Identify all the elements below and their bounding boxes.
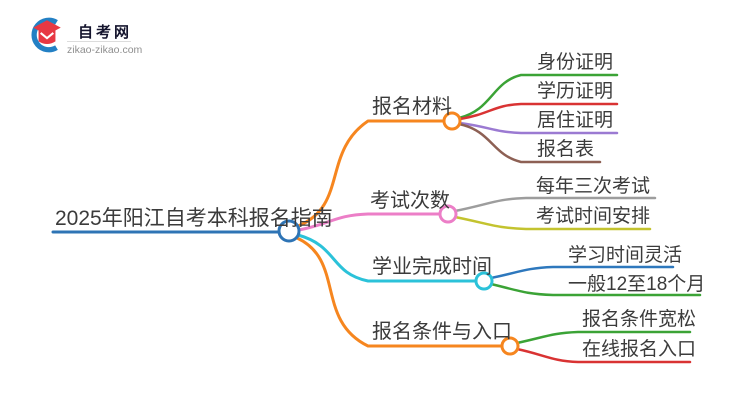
child-exam-schedule: 考试时间安排 xyxy=(536,206,651,227)
child-id-proof: 身份证明 xyxy=(537,52,614,73)
branch-2-node-circle xyxy=(438,204,458,224)
child-connector-exam-schedule xyxy=(453,215,652,231)
root-node-circle xyxy=(277,219,301,243)
logo-chevron xyxy=(39,32,55,40)
child-connector-reg-form xyxy=(457,122,602,164)
branch-3-node-circle xyxy=(474,271,494,291)
branch-4-connector xyxy=(295,236,504,348)
child-connector-12-18-months xyxy=(489,282,702,297)
branch-exam-frequency: 考试次数 xyxy=(370,190,450,212)
branch-3-connector xyxy=(296,233,478,283)
site-url: zikao-zikao.com xyxy=(67,44,143,56)
child-edu-proof: 学历证明 xyxy=(537,81,614,102)
child-12-18-months: 一般12至18个月 xyxy=(568,274,706,295)
logo-crescent xyxy=(31,17,58,53)
child-connector-online-entry xyxy=(515,347,692,364)
child-online-entry: 在线报名入口 xyxy=(582,339,697,360)
branch-4-node-circle xyxy=(500,336,520,356)
branch-2-connector xyxy=(297,212,442,232)
root-topic: 2025年阳江自考本科报名指南 xyxy=(55,207,333,230)
child-connector-residence-proof xyxy=(458,121,619,135)
branch-1-connector xyxy=(296,119,446,228)
child-residence-proof: 居住证明 xyxy=(537,110,614,131)
child-connector-three-exams xyxy=(453,196,657,213)
site-name: 自考网 xyxy=(78,24,133,41)
branch-1-node-circle xyxy=(442,111,462,131)
graduation-cap-icon xyxy=(31,17,61,53)
logo-divider xyxy=(67,41,131,42)
child-three-exams: 每年三次考试 xyxy=(536,176,651,197)
child-connector-id-proof xyxy=(457,73,619,120)
branch-conditions-entry: 报名条件与入口 xyxy=(372,321,512,343)
child-reg-form: 报名表 xyxy=(537,139,595,160)
child-connector-edu-proof xyxy=(458,102,619,121)
branch-registration-materials: 报名材料 xyxy=(372,96,452,118)
logo-cap-board xyxy=(33,20,61,35)
site-logo: 自考网 zikao-zikao.com xyxy=(28,16,178,60)
child-flexible-time: 学习时间灵活 xyxy=(568,245,683,266)
child-loose-conditions: 报名条件宽松 xyxy=(582,309,697,330)
child-connector-loose-conditions xyxy=(515,330,692,345)
child-connector-flexible-time xyxy=(489,265,675,280)
branch-completion-time: 学业完成时间 xyxy=(372,256,492,278)
